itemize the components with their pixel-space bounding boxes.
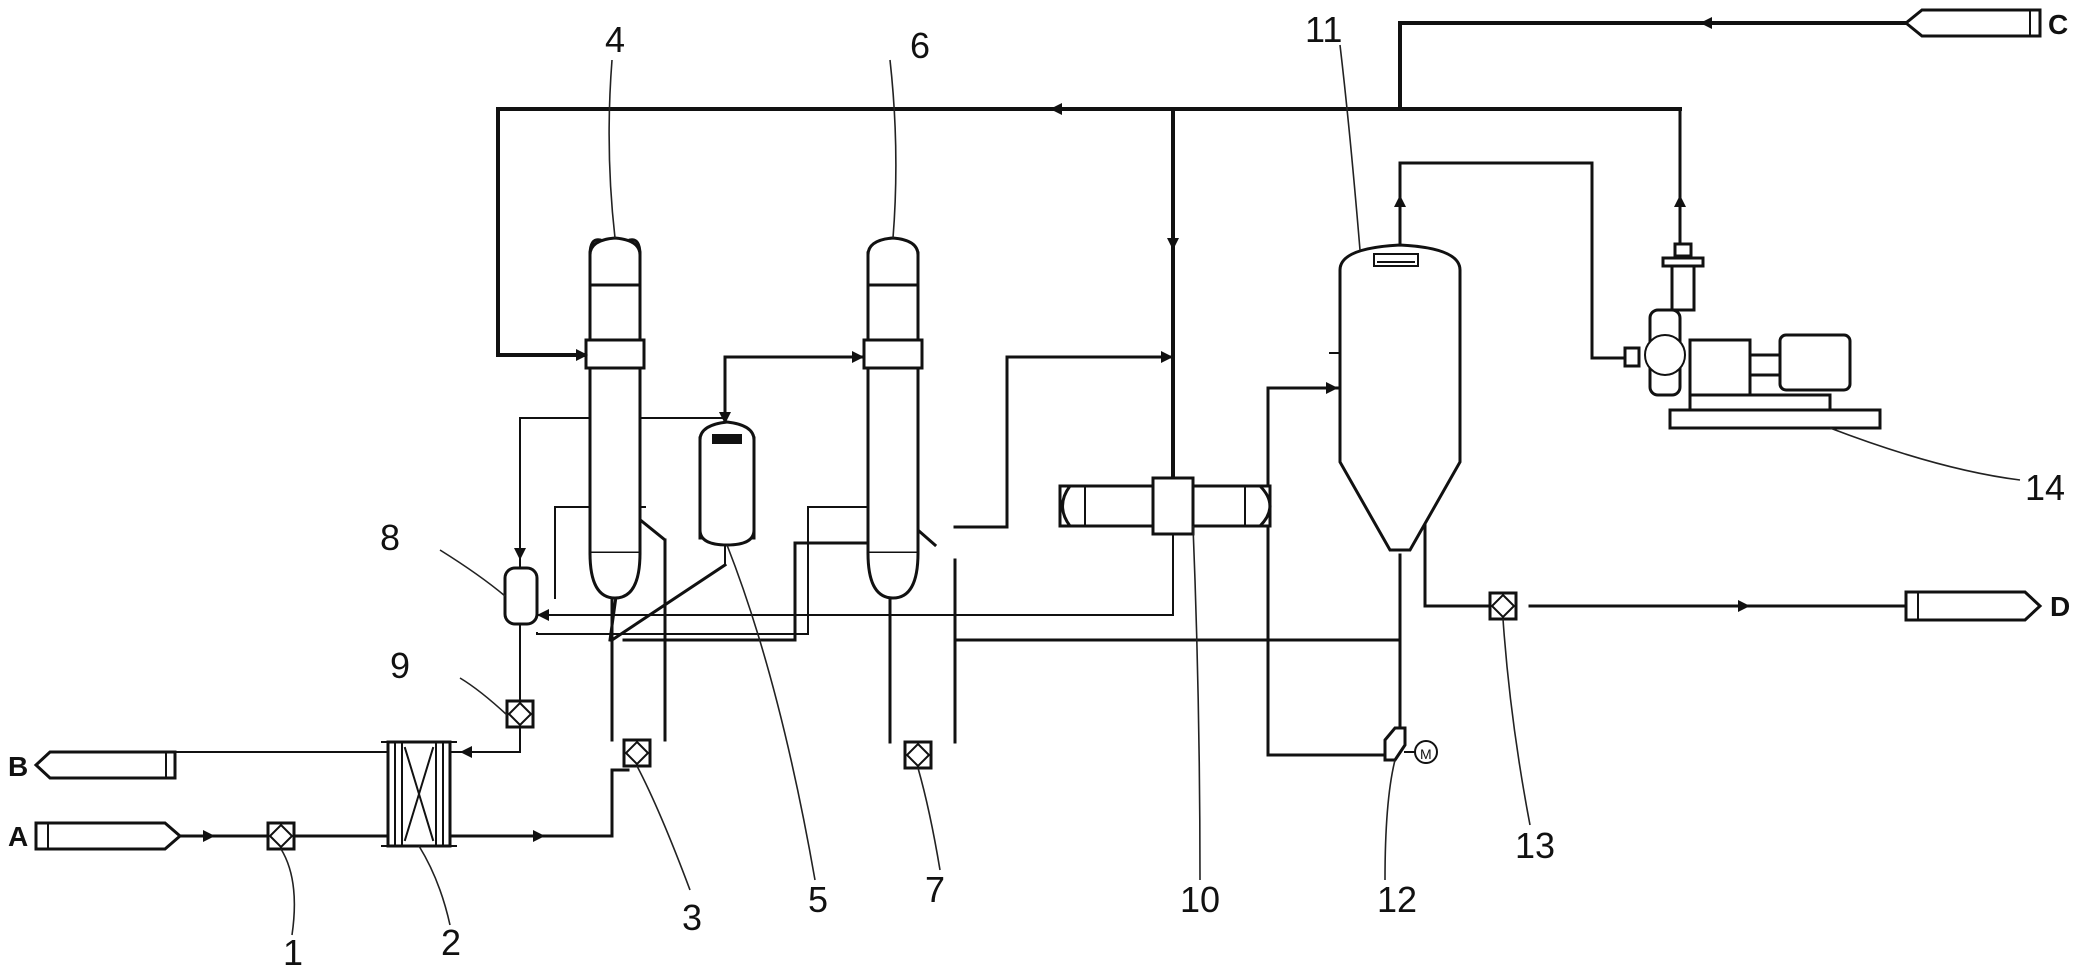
separator-tank-5: [698, 420, 756, 547]
terminal-label-D: D: [2050, 591, 2070, 622]
callout-11: 11: [1305, 9, 1342, 50]
callout-2: 2: [441, 922, 461, 963]
callout-4: 4: [605, 19, 625, 60]
pump-3: [622, 738, 652, 768]
terminal-A: A: [8, 821, 183, 852]
terminal-label-A: A: [8, 821, 28, 852]
callout-7: 7: [925, 869, 945, 910]
terminal-C: C: [1903, 8, 2068, 40]
evaporator-column-4: [584, 236, 646, 600]
fan-blower-14: [1623, 242, 1882, 430]
terminal-label-C: C: [2048, 9, 2068, 40]
flow-arrows: [203, 17, 1750, 842]
separator-11: [1329, 243, 1462, 552]
heater-10: [1058, 476, 1272, 536]
pump-7: [903, 740, 933, 770]
drum-8: [503, 566, 539, 626]
pump-13: [1488, 591, 1518, 621]
leader-lines: [280, 44, 2021, 936]
motor-label: M: [1420, 746, 1432, 762]
callout-14: 14: [2025, 467, 2065, 508]
callout-3: 3: [682, 897, 702, 938]
pump-1: [266, 821, 296, 851]
callout-5: 5: [808, 879, 828, 920]
pump-9: [505, 699, 535, 729]
callout-12: 12: [1377, 879, 1417, 920]
pump-12: M: [1383, 726, 1438, 764]
evaporator-column-6: [862, 236, 924, 600]
terminal-D: D: [1904, 590, 2070, 622]
terminal-label-B: B: [8, 751, 28, 782]
callout-9: 9: [390, 645, 410, 686]
terminal-B: B: [8, 750, 177, 782]
callout-10: 10: [1180, 879, 1220, 920]
callout-labels: 1 2 3 4 5 6 7 8 9 10 11 12 13 14: [283, 9, 2065, 973]
piping: [174, 21, 1908, 838]
callout-13: 13: [1515, 825, 1555, 866]
callout-8: 8: [380, 517, 400, 558]
callout-6: 6: [910, 25, 930, 66]
callout-1: 1: [283, 932, 303, 973]
heat-exchanger-2: [381, 740, 457, 848]
